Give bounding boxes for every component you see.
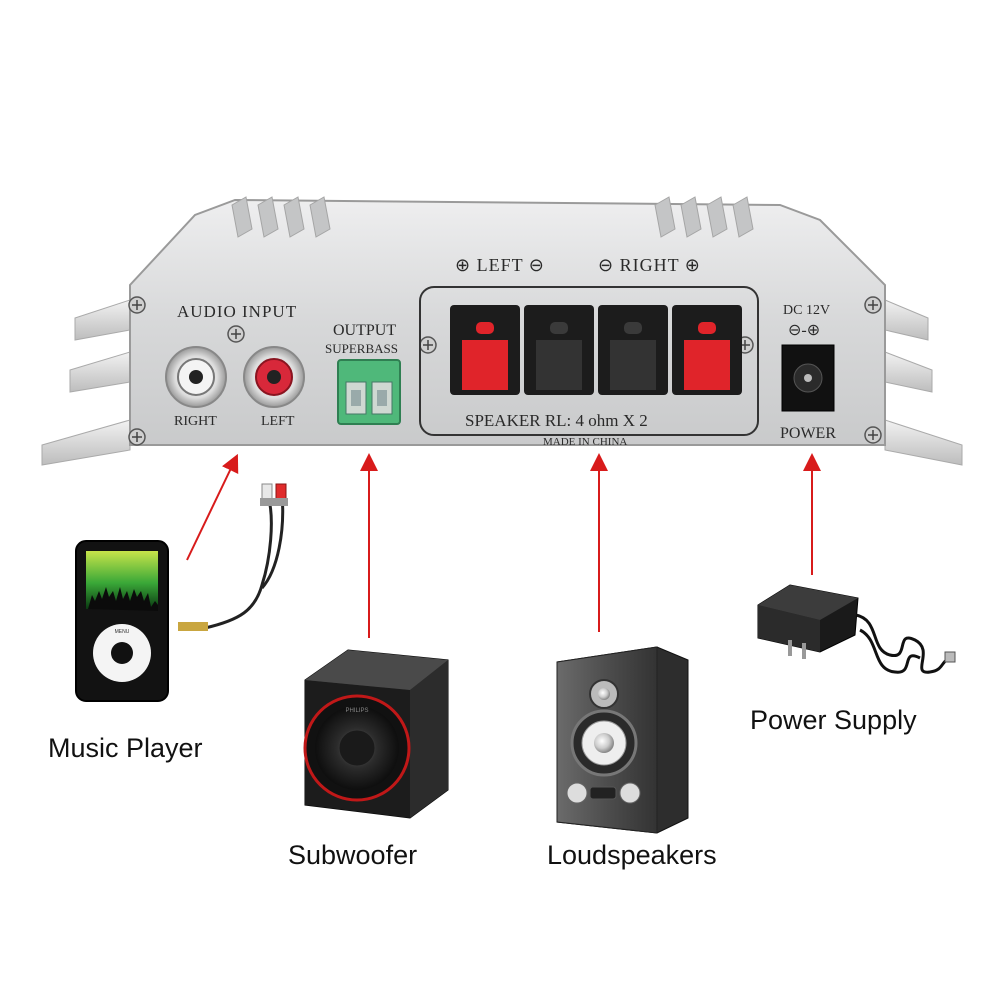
amplifier-illustration bbox=[41, 196, 963, 466]
rca-right-label: RIGHT bbox=[174, 414, 217, 429]
speaker-spec-label: SPEAKER RL: 4 ohm X 2 bbox=[465, 411, 648, 430]
rca-right-jack bbox=[165, 346, 227, 408]
superbass-label: SUPERBASS bbox=[325, 341, 398, 356]
music-player-caption: Music Player bbox=[48, 733, 203, 763]
dc-voltage-label: DC 12V bbox=[783, 303, 831, 318]
power-supply-caption: Power Supply bbox=[750, 705, 917, 735]
player-menu-text: MENU bbox=[115, 629, 130, 635]
output-label: OUTPUT bbox=[333, 322, 397, 339]
dc-power-jack bbox=[781, 344, 835, 412]
rca-left-label: LEFT bbox=[261, 414, 295, 429]
subwoofer-caption: Subwoofer bbox=[288, 840, 418, 870]
left-channel-label: ⊕ LEFT ⊖ bbox=[455, 255, 545, 275]
made-in-label: MADE IN CHINA bbox=[543, 436, 628, 448]
power-label: POWER bbox=[780, 425, 836, 442]
polarity-label: ⊖-⊕ bbox=[788, 322, 821, 339]
audio-input-label: AUDIO INPUT bbox=[177, 302, 298, 321]
right-channel-label: ⊖ RIGHT ⊕ bbox=[598, 255, 701, 275]
rca-left-jack bbox=[243, 346, 305, 408]
speaker-terminals bbox=[450, 305, 742, 395]
loudspeakers-caption: Loudspeakers bbox=[547, 840, 717, 870]
superbass-output-terminal bbox=[337, 359, 401, 425]
woofer-brand-text: PHILIPS bbox=[345, 708, 368, 714]
